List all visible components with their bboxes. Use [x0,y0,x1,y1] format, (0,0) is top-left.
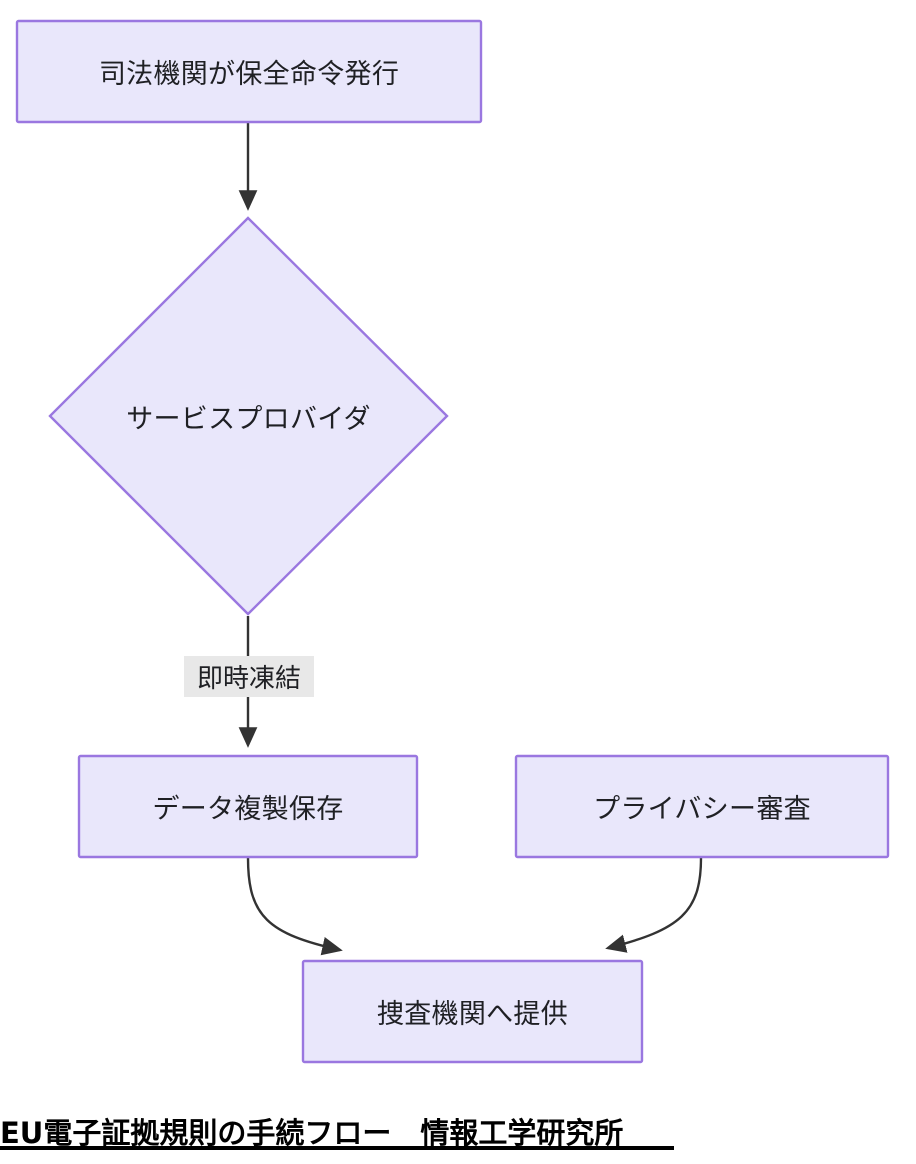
node-judicial[interactable] [15,19,483,124]
node-replicate[interactable] [77,754,419,859]
edge-privacy-to-handover [605,857,703,953]
caption-text: EU電子証拠規則の手続フロー 情報工学研究所 [0,1116,624,1151]
edge-label-immediate-freeze: 即時凍結 [184,656,314,697]
caption-underline [0,1146,674,1150]
edge-replicate-to-handover [246,857,343,956]
node-handover[interactable] [301,959,644,1064]
node-provider[interactable] [48,216,449,616]
diagram-caption: EU電子証拠規則の手続フロー 情報工学研究所 [0,1112,700,1156]
node-privacy[interactable] [514,754,890,859]
